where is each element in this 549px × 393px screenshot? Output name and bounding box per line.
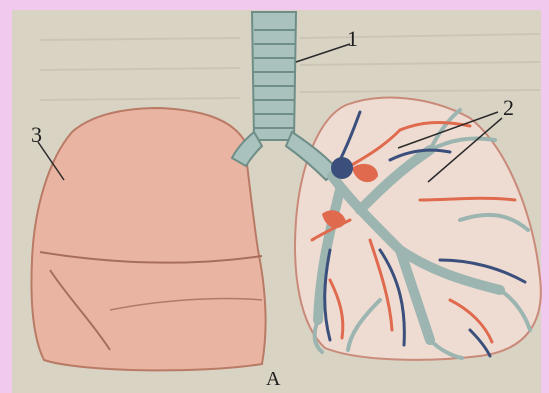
figure-caption: А bbox=[266, 368, 280, 391]
vein-node bbox=[331, 157, 353, 179]
label-bronchi: 2 bbox=[503, 95, 514, 121]
leader-line-1 bbox=[296, 44, 350, 62]
label-lung: 3 bbox=[31, 122, 42, 148]
label-trachea: 1 bbox=[347, 26, 358, 52]
right-lung bbox=[32, 108, 266, 370]
